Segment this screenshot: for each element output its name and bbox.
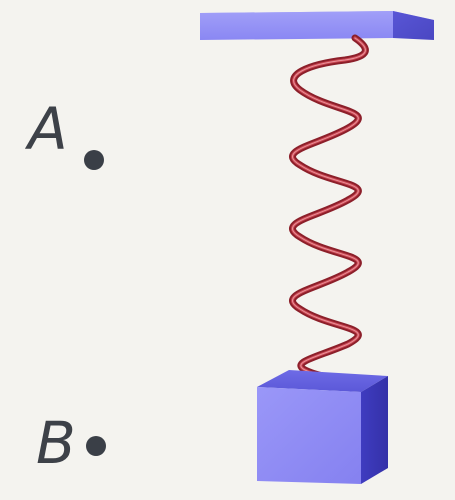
spring — [289, 34, 369, 392]
point-b-label: B — [36, 409, 76, 477]
point-a-label: A — [28, 95, 68, 163]
point-a-dot — [84, 150, 104, 170]
ceiling-support — [200, 11, 434, 40]
point-b-dot — [86, 436, 106, 456]
hanging-block — [257, 370, 388, 484]
